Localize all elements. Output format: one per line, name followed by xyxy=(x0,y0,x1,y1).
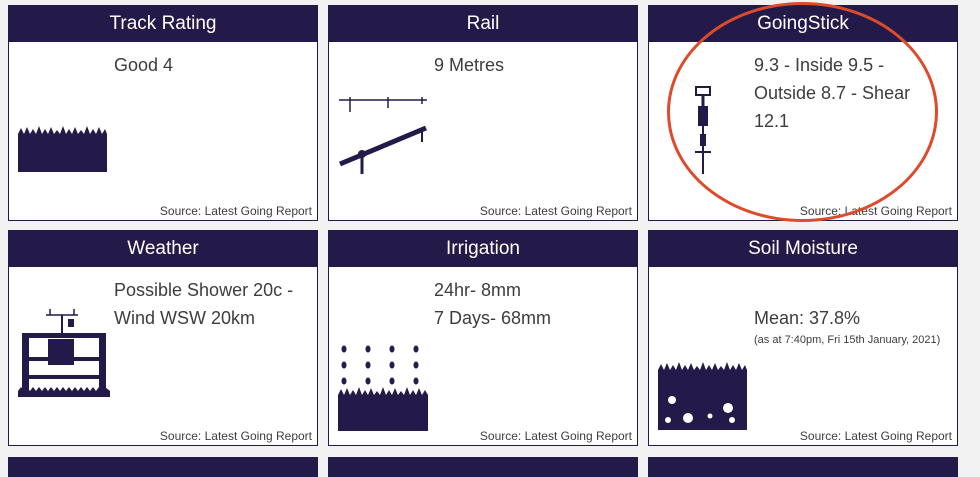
source-text: Source: Latest Going Report xyxy=(799,429,952,443)
card-body: 9 Metres Source: Latest Going Report xyxy=(329,42,637,220)
card-title: Irrigation xyxy=(329,231,637,267)
card-title: Weather xyxy=(9,231,317,267)
track-rating-value: Good 4 xyxy=(114,55,174,75)
card-body: 9.3 - Inside 9.5 - Outside 8.7 - Shear 1… xyxy=(649,42,957,220)
source-text: Source: Latest Going Report xyxy=(479,429,632,443)
goingstick-icon xyxy=(695,86,711,174)
card-irrigation: Irrigation 24hr- 8mm 7 Days- 68mm Source… xyxy=(328,230,638,446)
goingstick-value: 9.3 - Inside 9.5 - Outside 8.7 - Shear 1… xyxy=(754,55,911,131)
soil-moisture-icon xyxy=(658,362,747,430)
card-body: Good 4 Source: Latest Going Report xyxy=(9,42,317,220)
card-weather: Weather Possible Shower 20c - Wind WSW 2… xyxy=(8,230,318,446)
card-track-rating: Track Rating Good 4 Source: Latest Going… xyxy=(8,5,318,221)
soil-moisture-value: Mean: 37.8% (as at 7:40pm, Fri 15th Janu… xyxy=(754,304,949,348)
card-header-partial xyxy=(328,457,638,477)
card-body: Possible Shower 20c - Wind WSW 20km Sour… xyxy=(9,267,317,445)
source-text: Source: Latest Going Report xyxy=(159,429,312,443)
source-text: Source: Latest Going Report xyxy=(159,204,312,218)
card-goingstick: GoingStick 9.3 - Inside 9.5 - Outside 8.… xyxy=(648,5,958,221)
card-title: GoingStick xyxy=(649,6,957,42)
weather-value: Possible Shower 20c - Wind WSW 20km xyxy=(114,280,294,328)
card-header-partial xyxy=(648,457,958,477)
card-title: Track Rating xyxy=(9,6,317,42)
card-rail: Rail 9 Metres Source: Latest Going Repor… xyxy=(328,5,638,221)
grass-icon xyxy=(18,126,107,172)
irrigation-7days: 7 Days- 68mm xyxy=(434,308,552,328)
card-title: Rail xyxy=(329,6,637,42)
irrigation-value: 24hr- 8mm 7 Days- 68mm xyxy=(434,276,629,332)
card-title: Soil Moisture xyxy=(649,231,957,267)
rail-value: 9 Metres xyxy=(434,55,505,75)
card-body: 24hr- 8mm 7 Days- 68mm Source: Latest Go… xyxy=(329,267,637,445)
weather-station-icon xyxy=(18,309,110,397)
soil-moisture-timestamp: (as at 7:40pm, Fri 15th January, 2021) xyxy=(754,334,941,346)
source-text: Source: Latest Going Report xyxy=(479,204,632,218)
soil-moisture-mean: Mean: 37.8% xyxy=(754,308,861,328)
irrigation-24hr: 24hr- 8mm xyxy=(434,280,522,300)
card-header-partial xyxy=(8,457,318,477)
irrigation-icon xyxy=(338,345,428,431)
source-text: Source: Latest Going Report xyxy=(799,204,952,218)
rail-icon xyxy=(339,97,427,174)
card-soil-moisture: Soil Moisture Mean: 37.8% (as at 7:40pm,… xyxy=(648,230,958,446)
card-body: Mean: 37.8% (as at 7:40pm, Fri 15th Janu… xyxy=(649,267,957,445)
